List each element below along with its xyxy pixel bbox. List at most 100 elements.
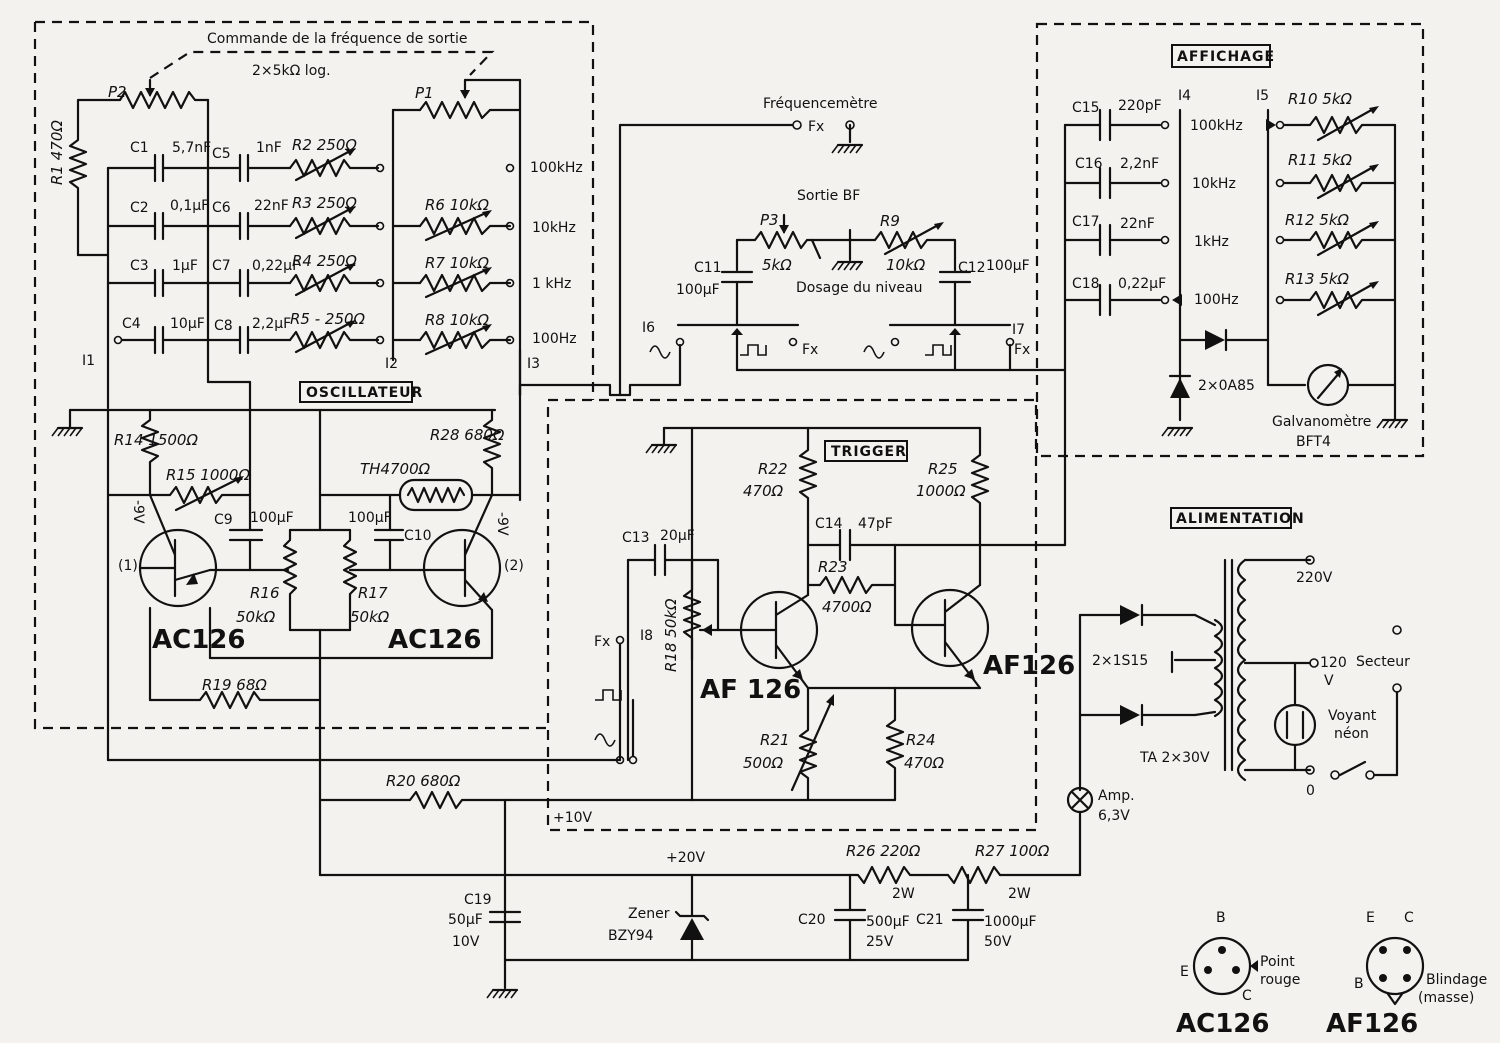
i7-label: I7 <box>1012 322 1025 338</box>
r2-label: R2 250Ω <box>292 136 357 154</box>
c11-value: 100μF <box>676 282 720 298</box>
i8-fx: Fx <box>594 634 610 650</box>
t1-label: AC126 <box>152 625 245 655</box>
r25-label: R25 <box>928 460 958 478</box>
c7-label: C7 <box>212 258 231 274</box>
i6-label: I6 <box>642 320 655 336</box>
r4-label: R4 250Ω <box>292 252 357 270</box>
freqmeter-fx: Fx <box>808 119 824 135</box>
zener-type: BZY94 <box>608 928 654 944</box>
display-section-box <box>1035 22 1425 458</box>
cap-bank <box>106 148 385 355</box>
c11-label: C11 <box>694 260 722 276</box>
ac-pin-e: E <box>1180 964 1189 980</box>
c10-value: 100μF <box>348 510 392 526</box>
c20-label: C20 <box>798 912 826 928</box>
af-pin-b: B <box>1354 976 1364 992</box>
r23-label: R23 <box>818 558 848 576</box>
c20-voltage: 25V <box>866 934 894 950</box>
p1-label: P1 <box>415 84 434 102</box>
c16-value: 2,2nF <box>1120 156 1159 172</box>
power-title: ALIMENTATION <box>1176 511 1305 527</box>
osc-f3: 1 kHz <box>532 276 571 292</box>
c18-label: C18 <box>1072 276 1100 292</box>
r13-label: R13 5kΩ <box>1285 270 1350 288</box>
c3-label: C3 <box>130 258 149 274</box>
v220-label: 220V <box>1296 570 1333 586</box>
trigger-title-box <box>824 440 908 462</box>
c19-voltage: 10V <box>452 934 480 950</box>
oscillator-title: OSCILLATEUR <box>306 385 423 401</box>
ac-pin-c: C <box>1242 988 1252 1004</box>
c12-value: 100μF <box>986 258 1030 274</box>
af126-pinout-label: AF126 <box>1326 1009 1418 1039</box>
r17-value: 50kΩ <box>350 608 390 626</box>
r18-label: R18 50kΩ <box>662 598 680 672</box>
display-title: AFFICHAGE <box>1177 49 1275 65</box>
p3-label: P3 <box>760 211 779 229</box>
lamp-label: Amp. <box>1098 788 1135 804</box>
lamp-label2: 6,3V <box>1098 808 1130 824</box>
point-rouge-2: rouge <box>1260 972 1300 988</box>
plus10v-label: +10V <box>553 810 593 826</box>
r28-label: R28 680Ω <box>430 426 505 444</box>
c15-label: C15 <box>1072 100 1100 116</box>
minus9-left: -9V <box>130 500 146 524</box>
output-section <box>649 213 1067 372</box>
c4-label: C4 <box>122 316 141 332</box>
c6-label: C6 <box>212 200 231 216</box>
c3-value: 1μF <box>172 258 198 274</box>
i6-fx: Fx <box>802 342 818 358</box>
i5-label: I5 <box>1256 88 1269 104</box>
r12-label: R12 5kΩ <box>1285 211 1350 229</box>
p3-value: 5kΩ <box>762 256 792 274</box>
c19-label: C19 <box>464 892 492 908</box>
r20-label: R20 680Ω <box>386 772 461 790</box>
c17-label: C17 <box>1072 214 1100 230</box>
c10-label: C10 <box>404 528 432 544</box>
r22-value: 470Ω <box>743 482 784 500</box>
display-title-box <box>1171 44 1271 68</box>
c21-value: 1000μF <box>984 914 1037 930</box>
p1-potentiometer <box>391 78 522 502</box>
v120-label: 120 <box>1320 655 1347 671</box>
th-label: TH4700Ω <box>360 460 431 478</box>
r25-value: 1000Ω <box>916 482 966 500</box>
r21-value: 500Ω <box>743 754 784 772</box>
r24-value: 470Ω <box>904 754 945 772</box>
r22-label: R22 <box>758 460 788 478</box>
r1-resistor <box>68 98 112 257</box>
meter-label2: BFT4 <box>1296 434 1331 450</box>
r24-label: R24 <box>906 731 936 749</box>
c19-value: 50μF <box>448 912 483 928</box>
i2-label: I2 <box>385 356 398 372</box>
t1-num: (1) <box>118 558 138 574</box>
zener-label: Zener <box>628 906 670 922</box>
i7-fx: Fx <box>1014 342 1030 358</box>
display-diodes: 2×0A85 <box>1198 378 1255 394</box>
r8-label: R8 10kΩ <box>425 311 490 329</box>
r17-label: R17 <box>358 584 388 602</box>
c8-label: C8 <box>214 318 233 334</box>
r3-label: R3 250Ω <box>292 194 357 212</box>
c9-label: C9 <box>214 512 233 528</box>
t3-label: AF 126 <box>700 675 801 705</box>
oscillator-circuit <box>50 408 622 762</box>
power-title-box <box>1170 507 1292 529</box>
meter-label: Galvanomètre <box>1272 414 1371 430</box>
c21-label: C21 <box>916 912 944 928</box>
transfo-label: TA 2×30V <box>1139 750 1210 766</box>
blindage-label: Blindage <box>1426 972 1487 988</box>
p2-label: P2 <box>108 83 127 101</box>
r23-value: 4700Ω <box>822 598 872 616</box>
c14-label: C14 <box>815 516 843 532</box>
freqmeter-label: Fréquencemètre <box>763 96 877 112</box>
disp-f3: 1kHz <box>1194 234 1229 250</box>
ac126-pinout <box>1192 936 1258 996</box>
c4-value: 10μF <box>170 316 205 332</box>
minus9-right: -9V <box>494 512 510 536</box>
c1-value: 5,7nF <box>172 140 211 156</box>
c15-value: 220pF <box>1118 98 1162 114</box>
c13-value: 20μF <box>660 528 695 544</box>
